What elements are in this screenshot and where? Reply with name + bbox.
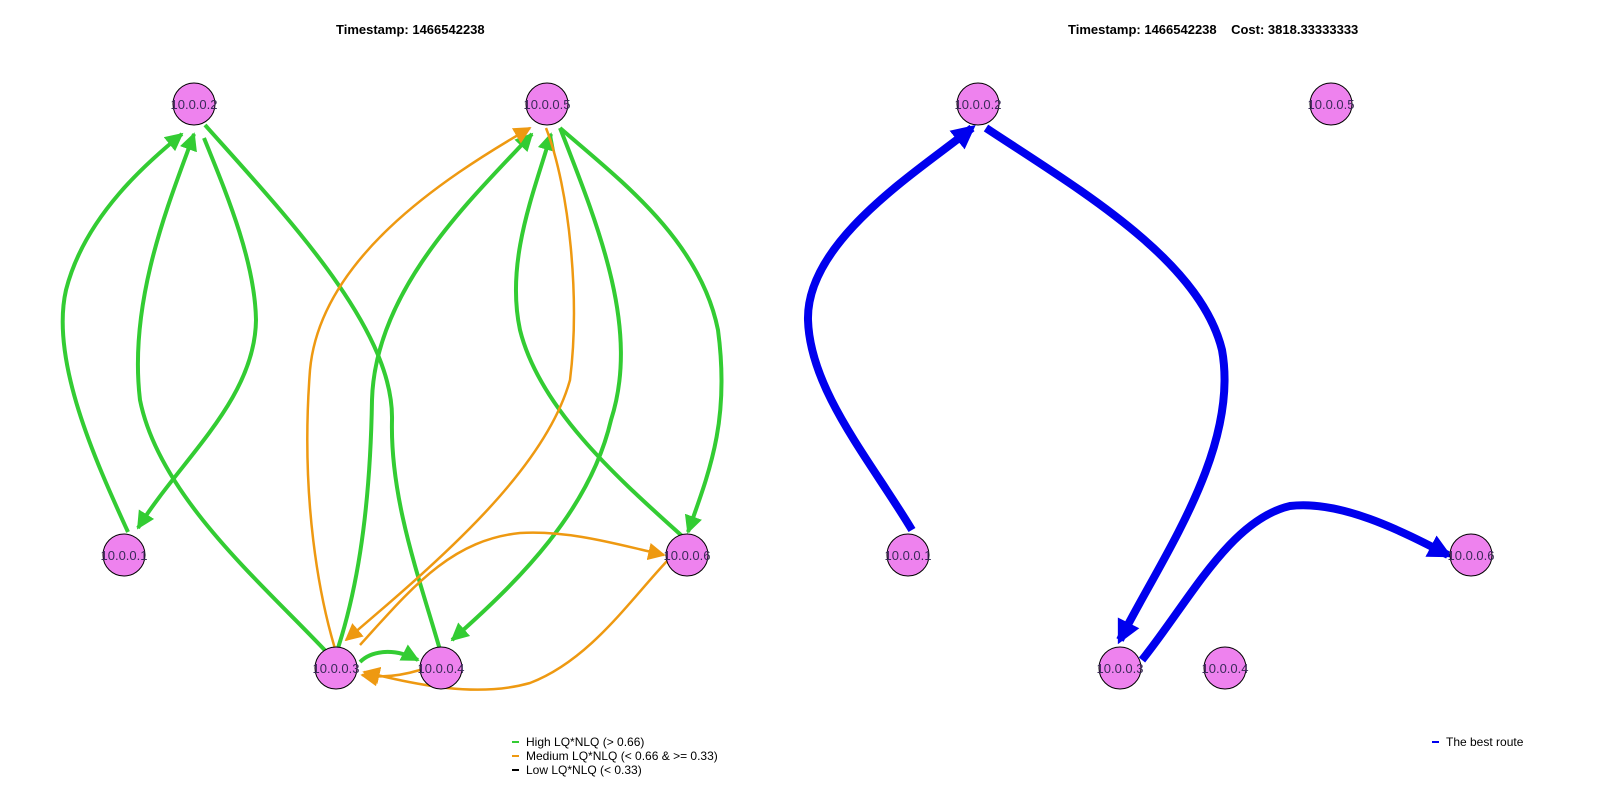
node-label: 10.0.0.6	[1448, 548, 1495, 563]
left-legend: High LQ*NLQ (> 0.66) Medium LQ*NLQ (< 0.…	[512, 735, 718, 777]
legend-label: Low LQ*NLQ (< 0.33)	[526, 763, 642, 777]
node-label: 10.0.0.3	[313, 661, 360, 676]
edge-5-to-4	[450, 127, 623, 642]
left-node-10-0-0-4: 10.0.0.4	[418, 646, 465, 690]
left-node-10-0-0-3: 10.0.0.3	[313, 646, 360, 690]
right-legend: The best route	[1432, 735, 1523, 749]
legend-item-high: High LQ*NLQ (> 0.66)	[512, 735, 718, 749]
edge-3-to-2	[135, 132, 336, 662]
left-node-10-0-0-2: 10.0.0.2	[171, 82, 218, 126]
edge-4-to-3-medium	[360, 668, 421, 687]
edge-4-to-2	[203, 123, 442, 651]
best-route-1-to-2	[803, 124, 976, 533]
right-edges	[803, 124, 1453, 663]
legend-swatch-icon	[1432, 740, 1439, 743]
legend-label: The best route	[1446, 735, 1524, 749]
legend-swatch-icon	[512, 768, 519, 771]
node-label: 10.0.0.4	[1202, 661, 1249, 676]
edge-6-to-5	[513, 132, 684, 538]
legend-swatch-icon	[512, 754, 519, 757]
edge-3-to-5-medium	[306, 126, 532, 653]
node-label: 10.0.0.1	[885, 548, 932, 563]
legend-item-best-route: The best route	[1432, 735, 1523, 749]
edge-3-to-5	[332, 132, 534, 661]
node-label: 10.0.0.4	[418, 661, 465, 676]
left-node-10-0-0-6: 10.0.0.6	[664, 533, 711, 577]
edge-1-to-2	[60, 132, 184, 533]
legend-item-low: Low LQ*NLQ (< 0.33)	[512, 763, 718, 777]
node-label: 10.0.0.2	[171, 97, 218, 112]
legend-swatch-icon	[512, 740, 519, 743]
right-node-10-0-0-3: 10.0.0.3	[1097, 646, 1144, 690]
edge-3-to-6-medium	[359, 531, 666, 646]
left-edges	[60, 123, 724, 691]
node-label: 10.0.0.1	[101, 548, 148, 563]
node-label: 10.0.0.5	[524, 97, 571, 112]
left-node-10-0-0-1: 10.0.0.1	[101, 533, 148, 577]
right-nodes: 10.0.0.1 10.0.0.2 10.0.0.3 10.0.0.4 10.0…	[885, 82, 1495, 690]
left-graph-title: Timestamp: 1466542238	[336, 22, 485, 37]
right-node-10-0-0-1: 10.0.0.1	[885, 533, 932, 577]
edge-3-to-4	[358, 644, 420, 664]
right-node-10-0-0-5: 10.0.0.5	[1308, 82, 1355, 126]
best-route-3-to-6	[1138, 501, 1453, 663]
left-node-10-0-0-5: 10.0.0.5	[524, 82, 571, 126]
legend-label: Medium LQ*NLQ (< 0.66 & >= 0.33)	[526, 749, 718, 763]
best-route-2-to-3	[983, 124, 1229, 645]
edge-6-to-3-medium	[362, 559, 669, 691]
right-graph-title: Timestamp: 1466542238 Cost: 3818.3333333…	[1068, 22, 1359, 37]
left-nodes: 10.0.0.1 10.0.0.2 10.0.0.3 10.0.0.4 10.0…	[101, 82, 711, 690]
node-label: 10.0.0.2	[955, 97, 1002, 112]
node-label: 10.0.0.3	[1097, 661, 1144, 676]
right-node-10-0-0-6: 10.0.0.6	[1448, 533, 1495, 577]
node-label: 10.0.0.5	[1308, 97, 1355, 112]
right-node-10-0-0-2: 10.0.0.2	[955, 82, 1002, 126]
edge-5-to-3-medium	[344, 127, 576, 642]
right-node-10-0-0-4: 10.0.0.4	[1202, 646, 1249, 690]
legend-label: High LQ*NLQ (> 0.66)	[526, 735, 645, 749]
edge-2-to-1	[136, 137, 259, 530]
edge-5-to-6	[558, 126, 724, 534]
legend-item-medium: Medium LQ*NLQ (< 0.66 & >= 0.33)	[512, 749, 718, 763]
node-label: 10.0.0.6	[664, 548, 711, 563]
